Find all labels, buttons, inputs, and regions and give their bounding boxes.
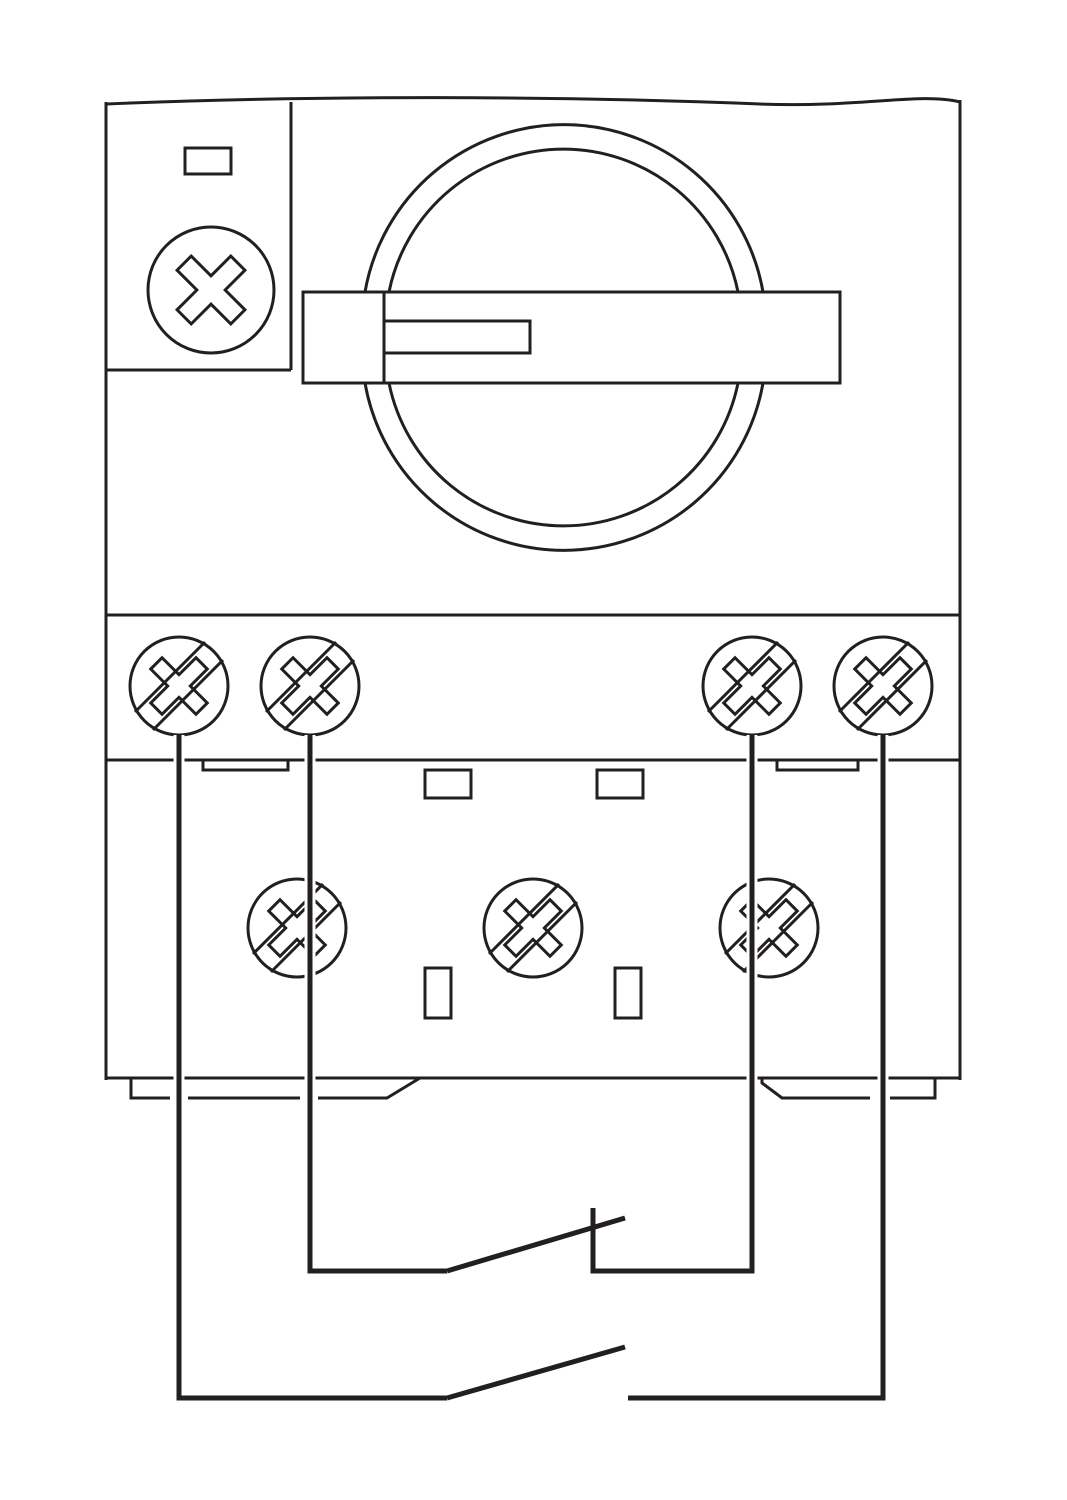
mounting-screw-left [246,877,348,979]
mounting-screw-center [482,877,584,979]
terminal-screw-1 [128,635,230,737]
mounting-screw-right [718,877,820,979]
terminal-screw-4 [832,635,934,737]
terminal-screw-2 [259,635,361,737]
phillips-screw-icon [146,225,276,355]
contact-2-blade-icon [446,1344,626,1401]
indicator-window-top [183,146,233,176]
indicator-window-right [595,768,645,800]
lower-housing [106,758,960,1100]
mounting-slot-left [423,966,453,1020]
upper-housing [104,96,962,1080]
wire-contact-1-left [307,735,447,1274]
wire-contact-2-right [628,735,886,1401]
mounting-slot-right [613,966,643,1020]
wire-contact-1-right [590,735,755,1274]
rotary-handle-icon [301,123,842,552]
wire-contact-2-left [176,735,447,1401]
indicator-window-left [423,768,473,800]
wiring [173,735,889,1404]
terminal-screw-3 [701,635,803,737]
